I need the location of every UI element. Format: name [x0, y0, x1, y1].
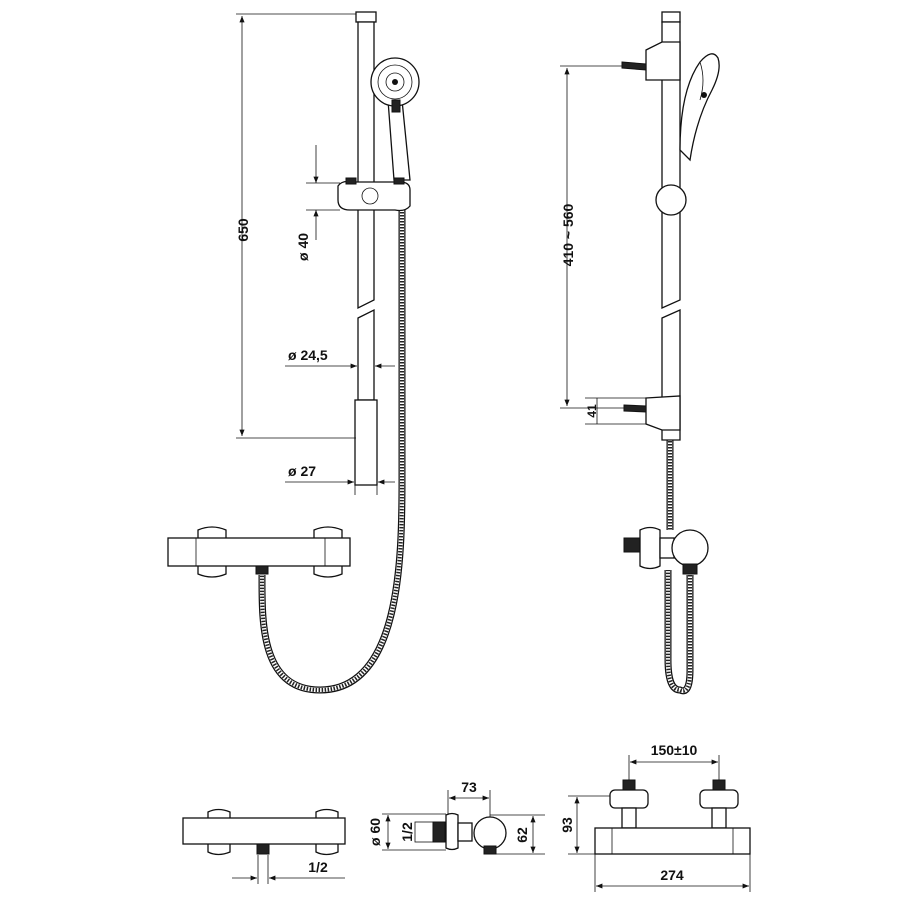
width-label: 274 — [660, 867, 684, 883]
dimension-650: 650 — [235, 13, 356, 439]
inlet-spacing-label: 150±10 — [651, 742, 698, 758]
front-view: 650 ø 40 ø 24,5 ø 27 — [167, 11, 420, 694]
dimension-bracket-spacing: 410 ~ 560 — [560, 65, 624, 409]
side-hand-shower — [679, 53, 720, 162]
rail-diameter-label: ø 24,5 — [288, 347, 328, 363]
mixer-front-detail: 1/2 — [182, 808, 346, 884]
depth-label: 73 — [461, 779, 477, 795]
inlet-thread-label: 1/2 — [399, 822, 415, 842]
top-wall-bracket — [621, 41, 681, 81]
outlet-thread-label: 1/2 — [308, 859, 328, 875]
slider-bracket — [337, 177, 411, 212]
side-hose — [664, 435, 694, 695]
slider-diameter-label: ø 40 — [295, 233, 311, 261]
dimension-rail-diameter: ø 24,5 — [285, 347, 395, 369]
side-view: 410 ~ 560 41 — [560, 11, 720, 695]
thermostatic-mixer-front — [167, 526, 351, 578]
mixer-top-detail: 150±10 93 274 — [559, 742, 751, 892]
hose — [258, 200, 406, 694]
hand-shower — [370, 57, 420, 181]
mixer-side-detail: 73 ø 60 1/2 62 — [367, 779, 545, 855]
dimension-bracket-height: 41 — [585, 397, 646, 425]
thermostatic-mixer-side — [623, 526, 709, 575]
side-slider — [655, 184, 687, 216]
top-height-label: 93 — [559, 817, 575, 833]
rail-end-diameter-label: ø 27 — [288, 463, 316, 479]
dimension-rail-end-diameter: ø 27 — [285, 463, 395, 495]
height-label: 650 — [235, 218, 251, 242]
dimension-slider-diameter: ø 40 — [295, 145, 340, 261]
slide-rail — [354, 11, 378, 486]
flange-diameter-label: ø 60 — [367, 818, 383, 846]
mixer-height-label: 62 — [514, 827, 530, 843]
bracket-spacing-label: 410 ~ 560 — [560, 203, 576, 266]
bottom-wall-bracket — [623, 395, 681, 431]
bracket-height-label: 41 — [585, 404, 599, 418]
